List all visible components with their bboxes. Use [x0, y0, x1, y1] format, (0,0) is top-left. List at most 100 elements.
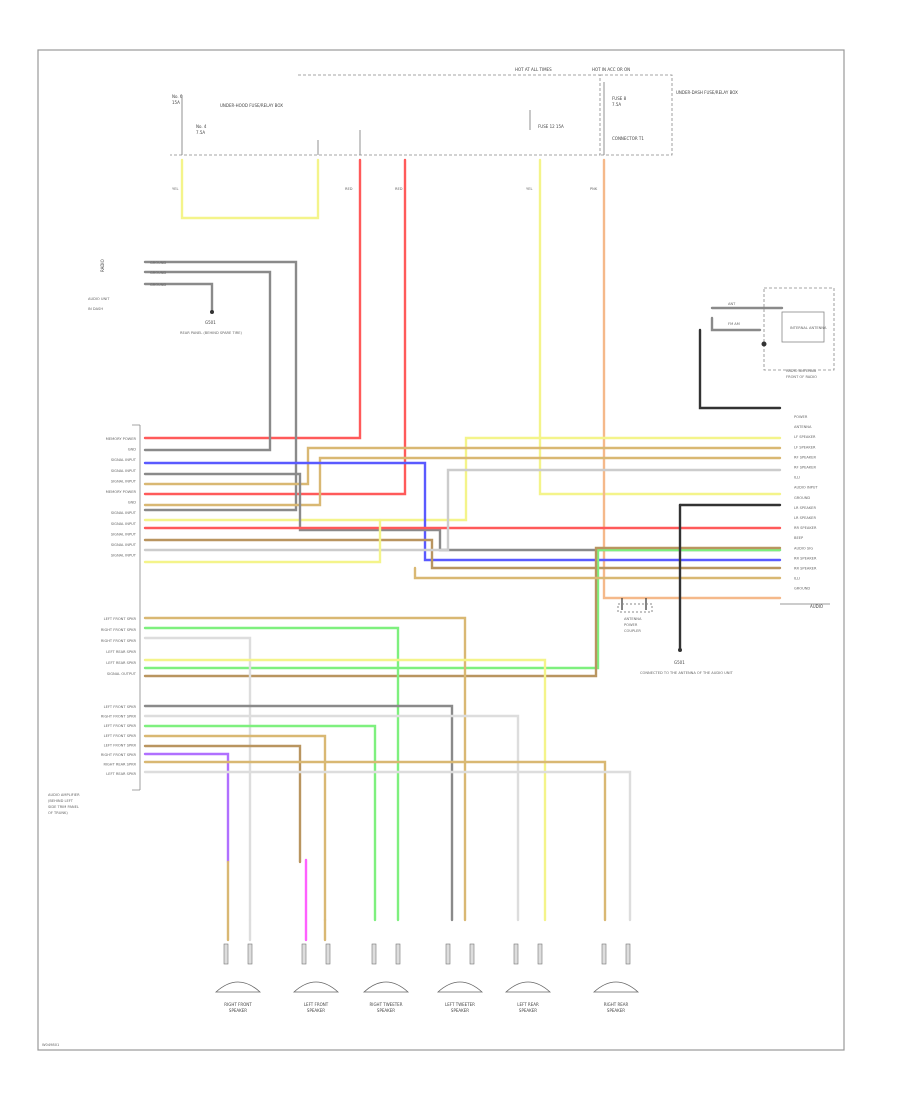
wire-spk-purple	[143, 752, 230, 864]
wire-spk-white-1	[143, 636, 252, 922]
right-label-15: RR SPEAKER	[794, 567, 817, 571]
left-unit-label-3: SIGNAL INPUT	[111, 469, 137, 473]
left-unit-label-9: SIGNAL INPUT	[111, 532, 137, 536]
speaker-label2-4: SPEAKER	[519, 1008, 537, 1013]
unit-caption-2: (BEHIND LEFT	[48, 799, 74, 803]
fuse-symbols	[181, 82, 605, 155]
ground-g501-note: REAR PANEL (BEHIND SPARE TIRE)	[180, 331, 242, 335]
speaker-label-4: LEFT REAR	[517, 1002, 539, 1007]
wire-red-memory-1	[143, 158, 362, 440]
hot-in-acc-label: HOT IN ACC OR ON	[592, 67, 630, 72]
ground-g501-label: G501	[205, 320, 216, 325]
right-label-3: LF SPEAKER	[794, 445, 816, 449]
low-unit-label-1: RIGHT FRONT SPKR	[101, 715, 137, 719]
wire-yellow-lower	[143, 518, 382, 564]
speaker-pin-5-1	[625, 943, 631, 965]
hot-at-all-times-label: HOT AT ALL TIMES	[515, 67, 552, 72]
right-label-13: AUDIO SIG	[794, 546, 813, 550]
left-unit-label-8: SIGNAL INPUT	[111, 522, 137, 526]
pin-label-yel-2: YEL	[526, 187, 532, 191]
fuse-left-line-4: 7.5A	[196, 130, 205, 135]
speaker-cone-3	[436, 981, 484, 993]
speaker-pin-0-1	[247, 943, 253, 965]
mid-unit-label-3: LEFT REAR SPKR	[106, 650, 136, 654]
speaker-label2-2: SPEAKER	[377, 1008, 395, 1013]
connector-t1-label: CONNECTOR T1	[612, 136, 644, 141]
wire-spk-tan-3	[143, 760, 607, 922]
unit-caption-3: SIDE TRIM PANEL	[48, 805, 79, 809]
low-unit-label-7: LEFT REAR SPKR	[106, 772, 136, 776]
mid-unit-label-4: LEFT REAR SPKR	[106, 661, 136, 665]
fuse-mid-label: FUSE 12 15A	[538, 124, 564, 129]
wire-spk-green-2	[143, 724, 377, 922]
left-label-column: MEMORY POWER GND SIGNAL INPUT SIGNAL INPUT S…	[106, 437, 137, 558]
right-label-17: GROUND	[794, 587, 810, 591]
left-unit-label-6: GND	[128, 501, 136, 505]
pin-label-red-2: RED	[395, 187, 403, 191]
wire-spk-gray-1	[143, 704, 454, 922]
audio-unit-small-note: IN DASH	[88, 307, 103, 311]
wire-light-gray	[143, 468, 782, 552]
right-label-12: BEEP	[794, 536, 804, 540]
speaker-label-2: RIGHT TWEETER	[370, 1002, 403, 1007]
gnd-radio-title: RADIO	[100, 259, 105, 272]
wire-yellow-right	[538, 158, 782, 496]
speaker-pin-5-0	[601, 943, 607, 965]
antenna-internal-label: INTERNAL ANTENNA	[790, 326, 827, 330]
fuse-left-line-2: 15A	[172, 100, 180, 105]
right-fuse-box-outline	[600, 74, 673, 156]
wire-tan-1	[143, 446, 782, 486]
wire-blue	[143, 461, 782, 562]
unit-caption-1: AUDIO AMPLIFIER	[48, 793, 80, 797]
pin-label-pnk: PNK	[590, 187, 598, 191]
under-dash-label: UNDER-DASH FUSE/RELAY BOX	[676, 90, 738, 95]
left-unit-label-7: SIGNAL INPUT	[111, 511, 137, 515]
speaker-cone-0	[214, 981, 262, 993]
amplifier-unit-bracket	[132, 424, 141, 791]
audio-unit-small-label: AUDIO UNIT	[88, 297, 110, 301]
unit-caption-4: OF TRUNK)	[48, 811, 68, 815]
ground-mid-label: G501	[674, 660, 685, 665]
right-label-16: ILLI	[794, 577, 800, 581]
wire-green-right	[143, 548, 782, 670]
speaker-label2-5: SPEAKER	[607, 1008, 625, 1013]
audio-unit-right-label: AUDIO	[810, 604, 823, 609]
wire-red-memory-2	[143, 158, 407, 496]
left-unit-label-2: SIGNAL INPUT	[111, 458, 137, 462]
right-label-7: AUDIO INPUT	[794, 486, 818, 490]
left-unit-label-4: SIGNAL INPUT	[111, 479, 137, 483]
antenna-box	[763, 287, 835, 371]
speaker-pin-0-0	[223, 943, 229, 965]
wire-spk-yellow-1	[143, 658, 547, 922]
coupler-line-1: ANTENNA	[624, 617, 642, 621]
low-unit-label-2: LEFT FRONT SPKR	[104, 724, 137, 728]
right-label-1: ANTENNA	[794, 425, 812, 429]
left-unit-label-5: MEMORY POWER	[106, 490, 137, 494]
fuse-right-2: 7.5A	[612, 102, 621, 107]
antenna-wire-2: FM AM	[728, 322, 740, 326]
wire-spk-tan-2	[143, 734, 327, 922]
right-label-10: LR SPEAKER	[794, 516, 816, 520]
low-unit-label-5: RIGHT FRONT SPKR	[101, 753, 137, 757]
wire-brown-mid	[143, 538, 782, 570]
speaker-label2-3: SPEAKER	[451, 1008, 469, 1013]
mid-unit-label-5: SIGNAL OUTPUT	[107, 672, 137, 676]
wire-gray-ground-3	[143, 282, 214, 312]
right-label-0: POWER	[794, 415, 808, 419]
right-label-14: RR SPEAKER	[794, 556, 817, 560]
gnd-line-2: GROUND	[150, 271, 166, 275]
antenna-node	[761, 341, 767, 347]
wire-gray-ground-2	[143, 270, 272, 452]
left-unit-label-11: SIGNAL INPUT	[111, 554, 137, 558]
wire-gray-mid	[143, 472, 782, 552]
mid-unit-label-1: RIGHT FRONT SPKR	[101, 628, 137, 632]
wire-tan-right	[413, 566, 782, 580]
speaker-pin-1-1	[325, 943, 331, 965]
speaker-cone-4	[504, 981, 552, 993]
